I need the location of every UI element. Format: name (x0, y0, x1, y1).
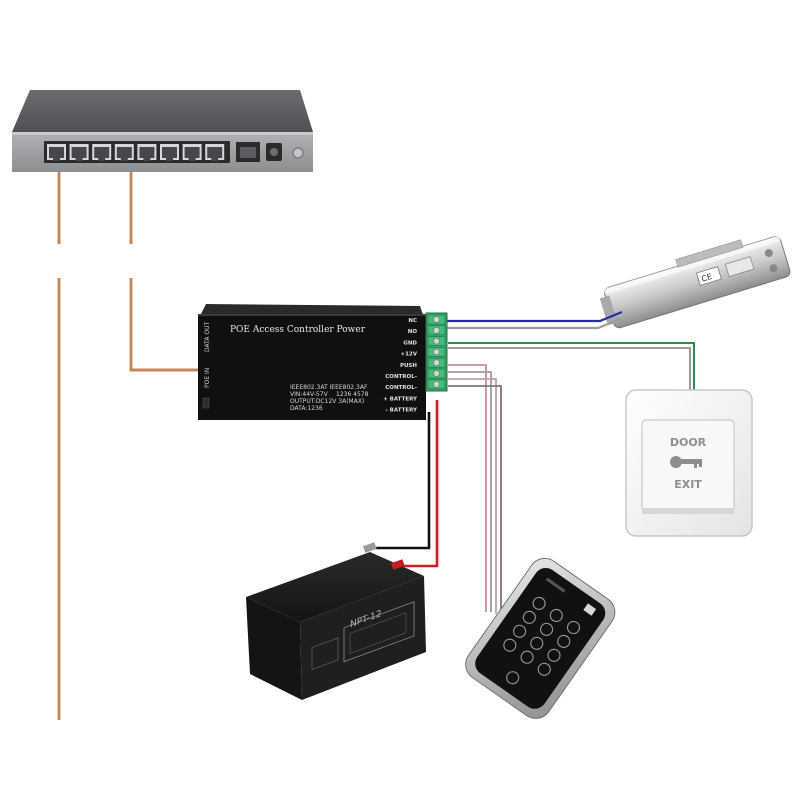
battery: NPT-12 (246, 542, 426, 700)
switch-top-panel (12, 90, 313, 132)
keypad-key (566, 620, 581, 635)
keypad-buttons (503, 596, 581, 676)
keypad-key (520, 650, 534, 664)
exit-button-exit-text: EXIT (674, 478, 702, 491)
keypad-key (530, 636, 544, 650)
keypad-key (513, 624, 527, 638)
controller-spec-4: DATA:1236 (290, 405, 323, 412)
battery-side (300, 576, 426, 700)
keypad-key (503, 638, 517, 652)
keypad-key (557, 634, 571, 648)
poe-switch (12, 90, 313, 172)
keypad-key (540, 622, 554, 636)
terminal-label: + BATTERY (383, 396, 418, 402)
controller-side-label-out: DATA OUT (204, 322, 211, 352)
keypad-indicator (583, 603, 597, 616)
exit-button-door-text: DOOR (670, 436, 707, 449)
wire-battery-negative (370, 412, 431, 550)
wire-keypad-3 (448, 378, 497, 614)
switch-ethernet-ports (44, 141, 230, 163)
wiring (370, 310, 695, 614)
key-icon (670, 456, 702, 468)
controller-spec-1b: 1236 4578 (336, 391, 369, 398)
terminal-label: CONTROL- (385, 385, 417, 391)
battery-front (246, 597, 302, 700)
terminal-label: PUSH (400, 363, 417, 369)
terminal-label: NC (408, 318, 417, 324)
wire-keypad-2 (448, 371, 492, 612)
keypad-key (522, 610, 536, 624)
controller-body (198, 314, 426, 420)
ethernet-cable-2-lower (129, 278, 200, 372)
battery-top (246, 552, 424, 622)
wire-keypad-1 (448, 364, 487, 612)
ethernet-cables (57, 162, 200, 720)
terminal-label: CONTROL- (385, 374, 417, 380)
wire-exit-green (448, 342, 695, 390)
door-exit-button: DOOR EXIT (625, 389, 753, 537)
battery-terminal-positive (390, 559, 405, 570)
terminal-label: - BATTERY (385, 408, 418, 414)
wire-exit-gray (448, 347, 691, 390)
wire-battery-positive (398, 400, 439, 568)
terminal-label: +12V (400, 352, 417, 358)
keypad-key (547, 648, 561, 662)
terminal-label: GND (403, 340, 417, 346)
controller-spec-1: IEEE802.3AT IEEE802.3AF (290, 384, 368, 391)
svg-text:CE: CE (700, 272, 713, 284)
controller-spec-3: OUTPUT:DC12V 3A(MAX) (290, 398, 364, 405)
access-keypad (465, 557, 616, 719)
keypad-key (549, 608, 563, 623)
controller-side-label-in: POE IN (204, 368, 211, 388)
wire-keypad-4 (448, 385, 502, 614)
battery-terminal-negative (362, 542, 377, 553)
electric-bolt-lock: CE (599, 235, 791, 329)
keypad-key (537, 662, 551, 676)
controller-title: POE Access Controller Power (230, 325, 366, 335)
keypad-bell-icon (506, 671, 520, 685)
wire-to-lock-blue (446, 310, 623, 323)
terminal-label: NO (408, 329, 418, 335)
keypad-key (532, 596, 546, 610)
terminal-labels: NC NO GND +12V PUSH CONTROL- CONTROL- + BATTERY… (383, 318, 418, 414)
controller-spec-2: VIN:44V-57V (290, 391, 329, 398)
controller-switch (202, 397, 210, 409)
wire-to-lock-gray (446, 317, 621, 330)
power-led (292, 147, 304, 159)
poe-access-controller: POE Access Controller Power POE IN DATA … (198, 304, 448, 420)
